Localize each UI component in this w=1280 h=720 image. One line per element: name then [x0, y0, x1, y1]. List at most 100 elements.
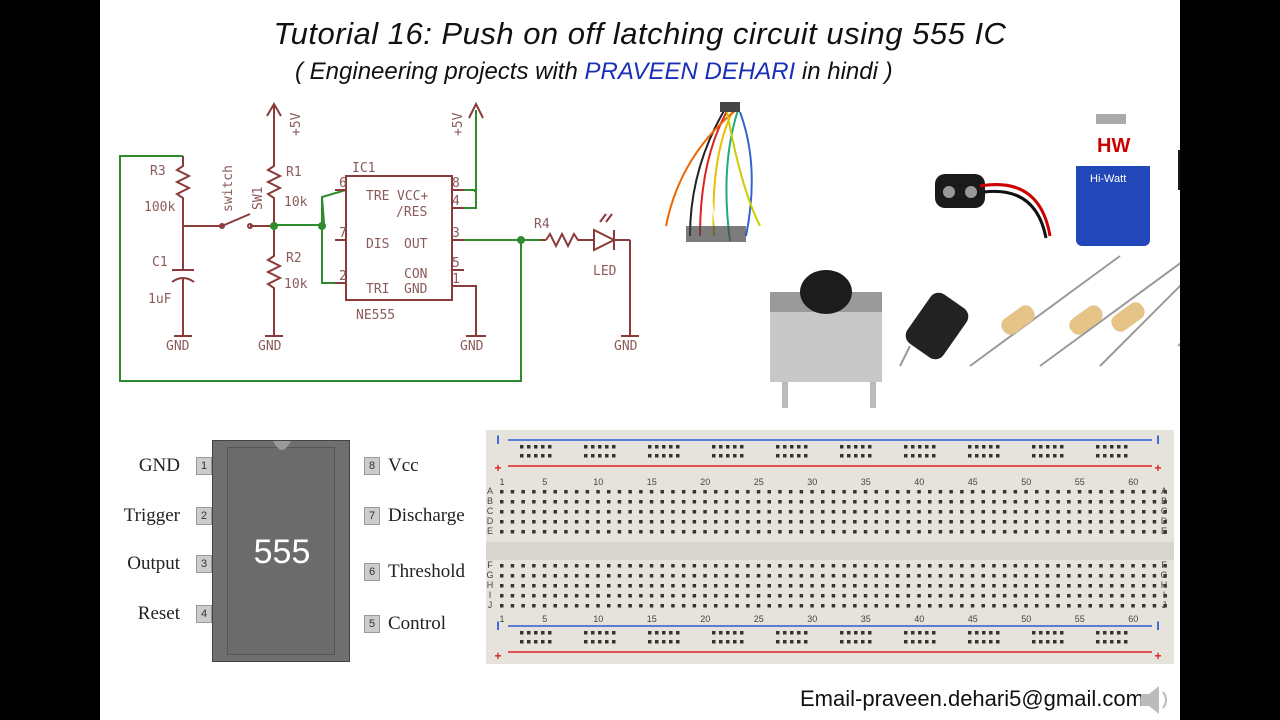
- bottom-rail-hole: [612, 631, 616, 635]
- top-rail-hole: [904, 454, 908, 458]
- column-number-bottom-40: 40: [914, 614, 924, 624]
- top-rail-hole: [1103, 454, 1107, 458]
- main-hole: [863, 500, 868, 504]
- pin-num-3: 3: [452, 226, 460, 241]
- main-hole: [906, 530, 911, 534]
- top-rail-hole: [740, 454, 744, 458]
- main-hole: [500, 530, 504, 534]
- main-hole: [938, 564, 943, 568]
- main-hole: [799, 584, 804, 588]
- rail-marker-6: I: [1156, 619, 1159, 633]
- main-hole: [810, 564, 814, 568]
- main-hole: [607, 490, 611, 494]
- main-hole: [500, 510, 504, 514]
- main-hole: [1002, 574, 1007, 578]
- main-hole: [714, 594, 718, 598]
- bottom-rail-hole: [648, 640, 652, 644]
- main-hole: [1120, 574, 1125, 578]
- main-hole: [960, 500, 964, 504]
- main-hole: [692, 520, 697, 524]
- top-rail-hole: [726, 445, 730, 449]
- pin-gnd: GND: [404, 282, 428, 297]
- main-hole: [703, 594, 707, 598]
- main-hole: [714, 564, 718, 568]
- main-hole: [521, 594, 525, 598]
- main-hole: [874, 584, 878, 588]
- top-rail-hole: [975, 454, 979, 458]
- main-hole: [842, 564, 846, 568]
- bottom-rail-hole: [904, 640, 908, 644]
- speaker-icon[interactable]: [1135, 680, 1179, 720]
- main-hole: [853, 564, 857, 568]
- top-rail-hole: [797, 454, 801, 458]
- main-hole: [746, 500, 750, 504]
- main-hole: [885, 500, 889, 504]
- main-hole: [1067, 564, 1071, 568]
- column-number-bottom-50: 50: [1021, 614, 1031, 624]
- main-hole: [681, 564, 686, 568]
- main-hole: [1045, 574, 1050, 578]
- bottom-rail-hole: [1039, 631, 1043, 635]
- pin-num-1: 1: [452, 272, 460, 287]
- main-hole: [1099, 500, 1103, 504]
- main-hole: [724, 530, 729, 534]
- row-letter-G-1: G: [1160, 570, 1167, 580]
- main-hole: [842, 500, 846, 504]
- top-rail-hole: [932, 454, 936, 458]
- main-hole: [510, 574, 515, 578]
- pin-number-7: 7: [364, 507, 380, 525]
- main-hole: [938, 594, 943, 598]
- top-rail-hole: [520, 445, 524, 449]
- main-hole: [1067, 500, 1071, 504]
- top-rail-hole: [1110, 445, 1114, 449]
- main-hole: [596, 594, 600, 598]
- top-rail-hole: [989, 454, 993, 458]
- electrolytic-capacitor: [899, 292, 969, 367]
- main-hole: [928, 510, 932, 514]
- main-hole: [703, 520, 707, 524]
- main-hole: [607, 584, 611, 588]
- ic-555-label: 555: [253, 533, 311, 571]
- main-hole: [500, 564, 504, 568]
- top-rail-hole: [1032, 454, 1036, 458]
- bottom-rail-hole: [669, 631, 673, 635]
- main-hole: [928, 584, 932, 588]
- bottom-rail-hole: [918, 631, 922, 635]
- column-number-top-45: 45: [968, 477, 978, 487]
- bottom-rail-hole: [598, 631, 602, 635]
- main-hole: [1142, 500, 1146, 504]
- main-hole: [532, 490, 536, 494]
- main-hole: [1142, 584, 1146, 588]
- main-hole: [949, 574, 953, 578]
- main-hole: [596, 490, 600, 494]
- top-rail-hole: [783, 445, 787, 449]
- main-hole: [960, 490, 964, 494]
- bottom-rail-hole: [591, 631, 595, 635]
- main-hole: [1077, 574, 1082, 578]
- main-hole: [574, 510, 579, 514]
- main-hole: [703, 530, 707, 534]
- main-hole: [724, 490, 729, 494]
- bottom-rail-hole: [790, 631, 794, 635]
- column-number-top-20: 20: [700, 477, 710, 487]
- main-hole: [724, 520, 729, 524]
- main-hole: [735, 564, 739, 568]
- pin-out: OUT: [404, 237, 428, 252]
- main-hole: [500, 594, 504, 598]
- main-hole: [510, 490, 515, 494]
- main-hole: [1077, 584, 1082, 588]
- main-hole: [895, 500, 900, 504]
- main-hole: [585, 510, 590, 514]
- top-rail-hole: [968, 445, 972, 449]
- main-hole: [917, 574, 921, 578]
- plus5v-label-a: +5V: [289, 112, 304, 136]
- column-number-top-30: 30: [807, 477, 817, 487]
- main-hole: [617, 564, 622, 568]
- author-name: PRAVEEN DEHARI: [584, 58, 796, 85]
- jumper-wires: [665, 103, 761, 247]
- main-hole: [874, 594, 878, 598]
- main-hole: [992, 574, 996, 578]
- column-number-bottom-45: 45: [968, 614, 978, 624]
- main-hole: [1035, 594, 1039, 598]
- bottom-rail-hole: [776, 631, 780, 635]
